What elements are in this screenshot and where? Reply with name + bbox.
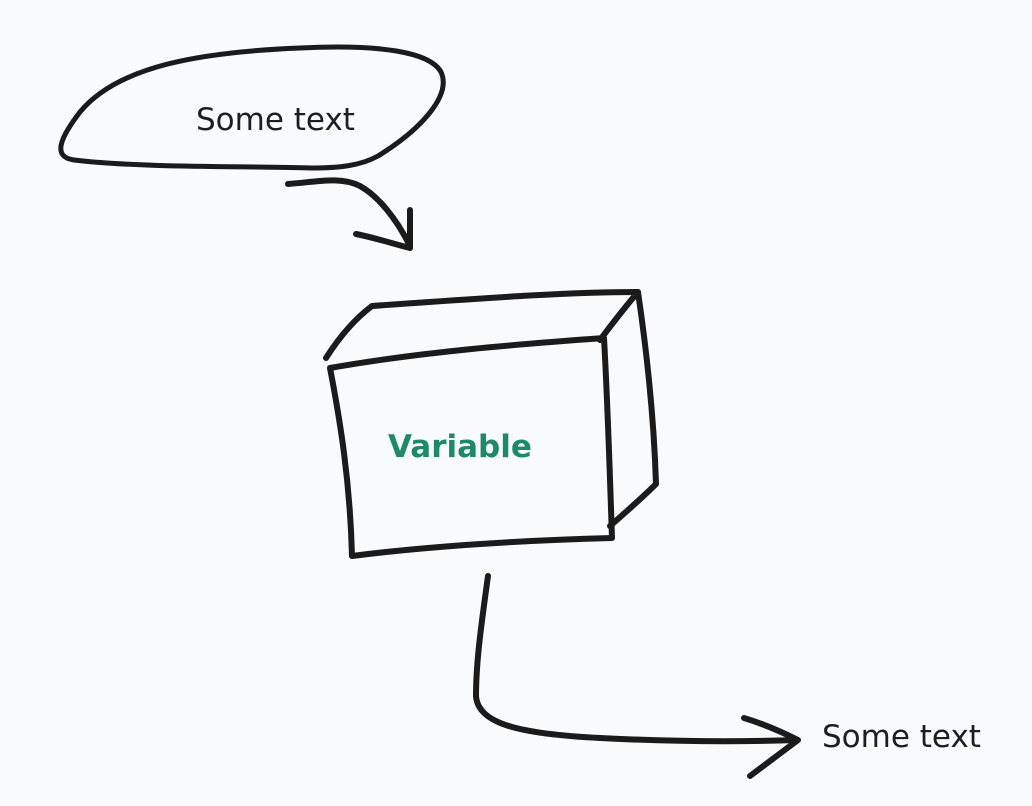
variable-label: Variable bbox=[388, 429, 532, 465]
variable-box-side bbox=[607, 289, 659, 529]
arrow-head-top bbox=[353, 207, 413, 251]
target-text-label: Some text bbox=[822, 719, 981, 755]
variable-box-front bbox=[327, 335, 615, 559]
source-blob-shape bbox=[58, 44, 446, 171]
variable-box-top bbox=[323, 289, 641, 361]
arrow-shaft-bottom bbox=[473, 573, 799, 745]
arrow-head-bottom bbox=[741, 715, 801, 779]
source-text-label: Some text bbox=[196, 102, 355, 138]
arrow-shaft-top bbox=[285, 177, 413, 249]
